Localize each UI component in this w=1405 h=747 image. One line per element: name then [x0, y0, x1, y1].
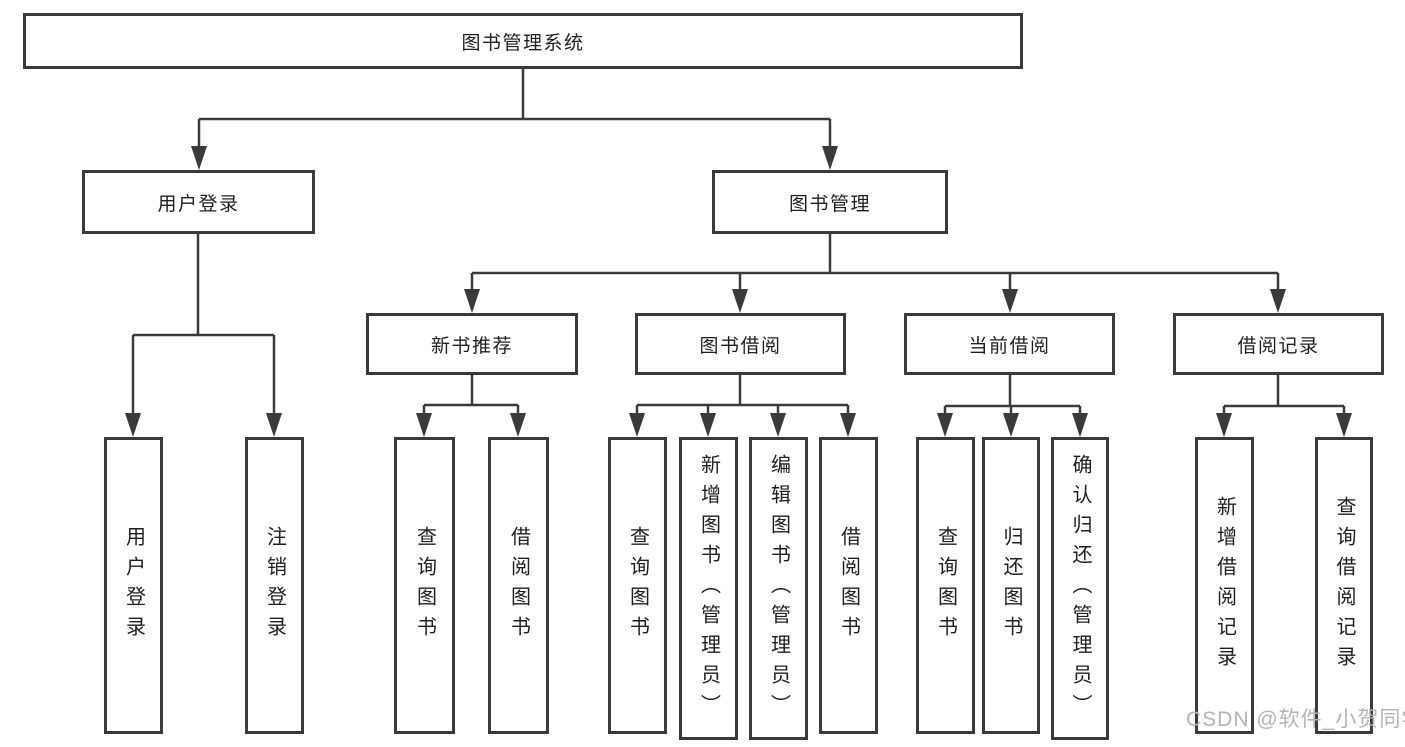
connector-line	[1222, 375, 1346, 423]
node-leaf-add-borrow-record: 新增借阅记录	[1195, 437, 1254, 734]
node-label: 借阅记录	[1237, 335, 1320, 357]
node-label: 查询图书	[934, 525, 957, 646]
arrowhead-icon	[1270, 289, 1286, 313]
node-label: 用户登录	[122, 525, 145, 646]
arrowhead-icon	[1216, 413, 1232, 437]
connector-line	[635, 375, 850, 423]
node-book-management-branch: 图书管理	[712, 170, 948, 234]
node-label: 用户登录	[157, 193, 240, 215]
node-leaf-user-login: 用户登录	[104, 437, 163, 734]
node-leaf-query-books-3: 查询图书	[916, 437, 975, 734]
arrowhead-icon	[1002, 289, 1018, 313]
arrowhead-icon	[266, 413, 282, 437]
node-user-login-branch: 用户登录	[82, 170, 315, 234]
arrowhead-icon	[125, 413, 141, 437]
node-label: 图书管理	[788, 193, 871, 215]
connector-line	[197, 69, 832, 156]
watermark: CSDN @软件_小贺同学	[1186, 708, 1405, 731]
node-borrowing-records: 借阅记录	[1173, 313, 1384, 375]
node-leaf-add-books-admin: 新增图书（管理员）	[679, 437, 738, 740]
node-leaf-edit-books-admin: 编辑图书（管理员）	[749, 437, 808, 740]
arrowhead-icon	[1072, 413, 1088, 437]
node-label: 查询图书	[626, 525, 649, 646]
arrowhead-icon	[1003, 413, 1019, 437]
node-book-borrowing: 图书借阅	[635, 313, 846, 375]
node-leaf-query-books-1: 查询图书	[394, 437, 455, 734]
node-label: 图书管理系统	[461, 32, 585, 54]
node-leaf-confirm-return-admin: 确认归还（管理员）	[1051, 437, 1109, 740]
node-label: 编辑图书（管理员）	[767, 453, 790, 724]
arrowhead-icon	[822, 146, 838, 170]
arrowhead-icon	[510, 413, 526, 437]
node-label: 查询借阅记录	[1333, 495, 1355, 676]
node-leaf-borrow-books-2: 借阅图书	[819, 437, 878, 734]
node-leaf-logout: 注销登录	[245, 437, 304, 734]
arrowhead-icon	[770, 413, 786, 437]
node-label: 新增图书（管理员）	[697, 453, 720, 724]
node-label: 归还图书	[1000, 525, 1022, 646]
arrowhead-icon	[937, 413, 953, 437]
arrowhead-icon	[191, 146, 207, 170]
arrowhead-icon	[700, 413, 716, 437]
node-label: 确认归还（管理员）	[1069, 453, 1091, 724]
arrowhead-icon	[840, 413, 856, 437]
connector-line	[131, 234, 276, 423]
node-leaf-query-borrow-record: 查询借阅记录	[1315, 437, 1373, 734]
node-label: 借阅图书	[507, 525, 530, 646]
node-leaf-borrow-books-1: 借阅图书	[488, 437, 549, 734]
node-leaf-return-books: 归还图书	[982, 437, 1040, 734]
connector-line	[470, 234, 1280, 299]
node-new-book-recommend: 新书推荐	[366, 313, 578, 375]
node-label: 当前借阅	[968, 335, 1051, 357]
arrowhead-icon	[1336, 413, 1352, 437]
arrowhead-icon	[416, 413, 432, 437]
node-label: 注销登录	[263, 525, 286, 646]
arrowhead-icon	[464, 289, 480, 313]
node-label: 新书推荐	[430, 335, 513, 357]
node-label: 借阅图书	[837, 525, 860, 646]
node-leaf-query-books-2: 查询图书	[608, 437, 667, 734]
arrowhead-icon	[732, 289, 748, 313]
node-root-system: 图书管理系统	[23, 13, 1023, 69]
arrowhead-icon	[629, 413, 645, 437]
connector-line	[422, 375, 520, 423]
node-label: 图书借阅	[699, 335, 782, 357]
node-label: 新增借阅记录	[1213, 495, 1236, 676]
node-label: 查询图书	[413, 525, 436, 646]
node-current-borrowing: 当前借阅	[904, 313, 1115, 375]
